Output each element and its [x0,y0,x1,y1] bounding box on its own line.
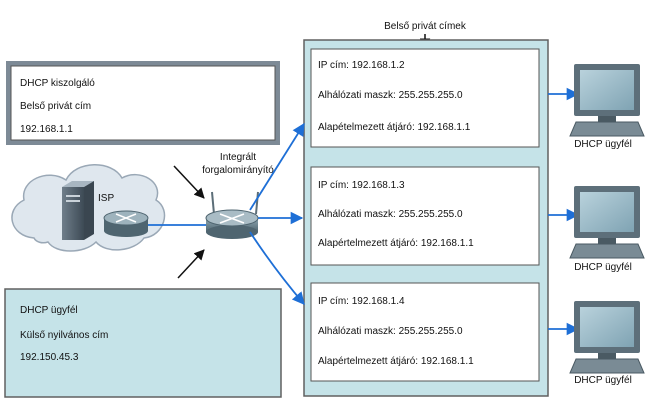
dhcp-client-line-3: 192.150.45.3 [20,352,79,363]
dhcp-client-line-1: DHCP ügyfél [20,305,78,316]
lease-box-1: IP cím: 192.168.1.2 Alhálózati maszk: 25… [310,48,540,148]
lease-3-mask: Alhálózati maszk: 255.255.255.0 [318,326,463,337]
lease-box-3: IP cím: 192.168.1.4 Alhálózati maszk: 25… [310,282,540,382]
lease-2-ip: IP cím: 192.168.1.3 [318,180,405,191]
dhcp-server-line-1: DHCP kiszolgáló [20,78,95,89]
lease-2-mask: Alhálózati maszk: 255.255.255.0 [318,209,463,220]
isp-router-icon [103,210,149,237]
router-label-line-1: Integrált [220,152,256,163]
isp-label: ISP [98,193,114,204]
client-label-1: DHCP ügyfél [574,139,632,150]
client-computer-icon [569,64,645,137]
client-computer-icon [569,301,645,374]
lease-1-gateway: Alapételmezett átjáró: 192.168.1.1 [318,122,471,133]
lease-arrow-1 [249,122,305,211]
client-label-3: DHCP ügyfél [574,375,632,386]
client-callout-arrow [177,249,205,279]
dhcp-server-box: DHCP kiszolgáló Belső privát cím 192.168… [6,61,280,145]
lease-3-ip: IP cím: 192.168.1.4 [318,296,405,307]
lease-3-gateway: Alapértelmezett átjáró: 192.168.1.1 [318,356,474,367]
client-label-2: DHCP ügyfél [574,262,632,273]
lease-box-2: IP cím: 192.168.1.3 Alhálózati maszk: 25… [310,166,540,266]
dhcp-client-line-2: Külső nyilvános cím [20,330,108,341]
lease-arrow-3 [249,231,305,305]
isp-server-icon [62,181,94,240]
dhcp-server-line-3: 192.168.1.1 [20,124,73,135]
lease-2-gateway: Alapértelmezett átjáró: 192.168.1.1 [318,238,474,249]
dhcp-server-line-2: Belső privát cím [20,101,91,112]
lease-1-mask: Alhálózati maszk: 255.255.255.0 [318,90,463,101]
lease-1-ip: IP cím: 192.168.1.2 [318,60,405,71]
dhcp-client-box: DHCP ügyfél Külső nyilvános cím 192.150.… [4,288,282,398]
client-computer-icon [569,186,645,259]
router-label-line-2: forgalomirányító [202,165,274,176]
pool-title: Belső privát címek [384,21,467,32]
integrated-router-icon [205,191,259,239]
server-callout-arrow [173,165,205,199]
